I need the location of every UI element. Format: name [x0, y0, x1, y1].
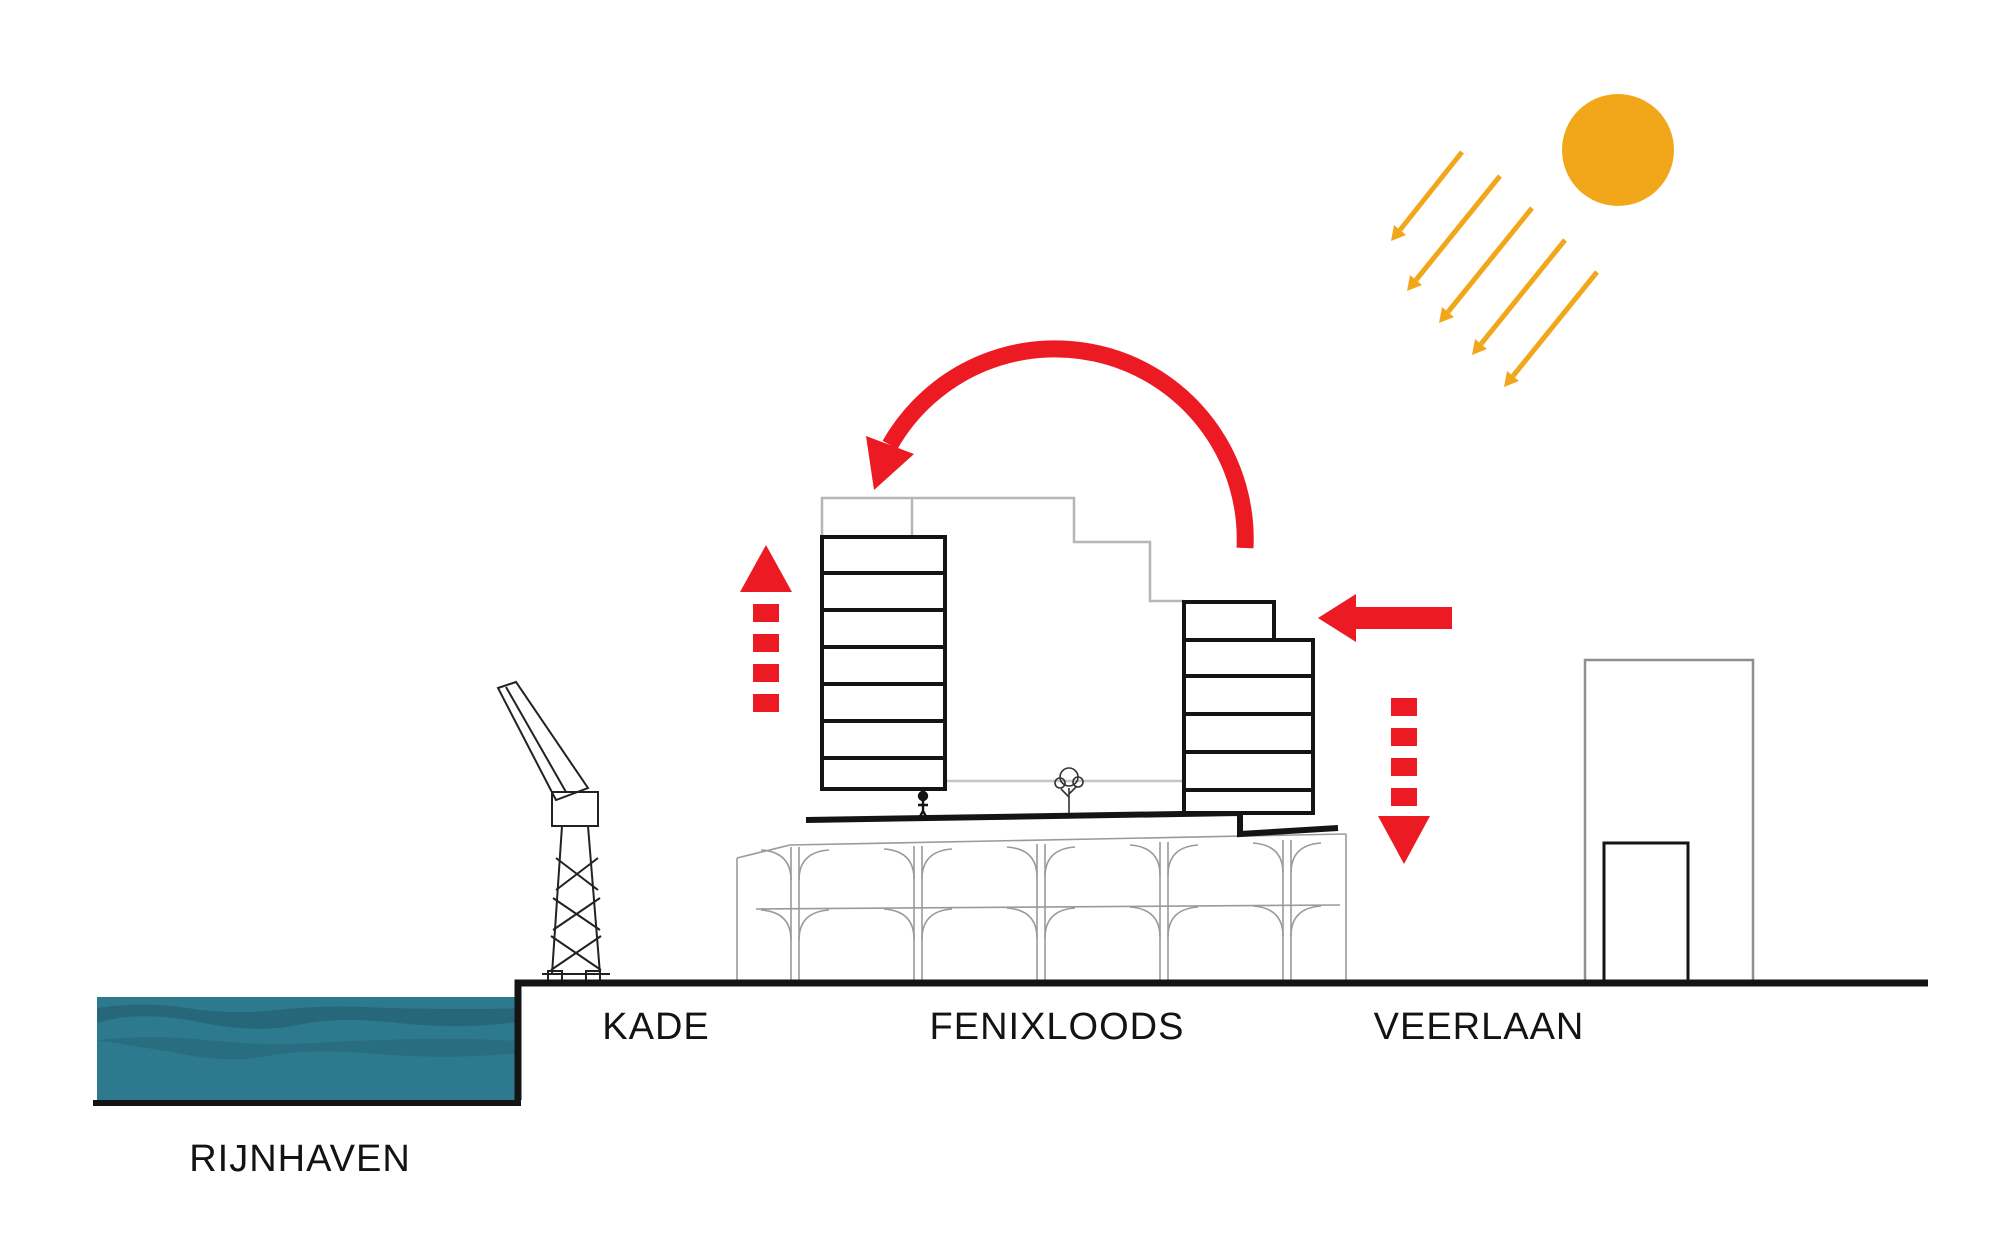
- crane-icon: [496, 680, 610, 984]
- deck-line: [805, 809, 1339, 838]
- ground-line: [514, 979, 1928, 1100]
- ground: [93, 979, 1928, 1106]
- sun-icon: [1562, 94, 1674, 206]
- tree-icon: [1054, 767, 1084, 813]
- right-tower: [1182, 600, 1315, 815]
- convection-arc-arrow-icon: [866, 340, 1254, 549]
- wind-in-arrow-icon: [1318, 594, 1452, 642]
- door: [1602, 841, 1690, 983]
- up-dashed-arrow-icon: [740, 545, 792, 712]
- fenixloods-shed-drawing: [736, 833, 1347, 983]
- veerlaan-building: [1583, 658, 1755, 983]
- down-dashed-arrow-icon: [1378, 698, 1430, 864]
- left-tower: [820, 535, 947, 791]
- sun-ray-arrow-icon: [1391, 150, 1599, 387]
- label-kade: KADE: [602, 1006, 710, 1048]
- label-veerlaan: VEERLAAN: [1373, 1006, 1585, 1048]
- label-fenixloods: FENIXLOODS: [929, 1006, 1185, 1048]
- label-rijnhaven: RIJNHAVEN: [189, 1138, 411, 1180]
- person-icon: [916, 790, 930, 821]
- water-rijnhaven: [97, 997, 518, 1103]
